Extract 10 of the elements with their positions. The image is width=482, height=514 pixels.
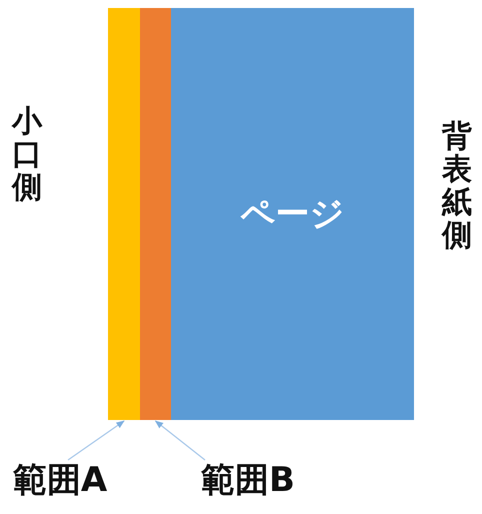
page-block	[171, 8, 414, 420]
leader-arrow	[154, 420, 206, 460]
edge-side-label: 小口側	[12, 105, 42, 204]
range-label: 範囲B	[192, 456, 304, 504]
spine-side-label: 背表紙側	[442, 120, 472, 252]
range-label: 範囲A	[4, 456, 116, 504]
range-b-strip	[140, 8, 171, 420]
page-label: ページ	[240, 193, 344, 236]
leader-arrow	[68, 420, 125, 460]
range-a-strip	[108, 8, 140, 420]
